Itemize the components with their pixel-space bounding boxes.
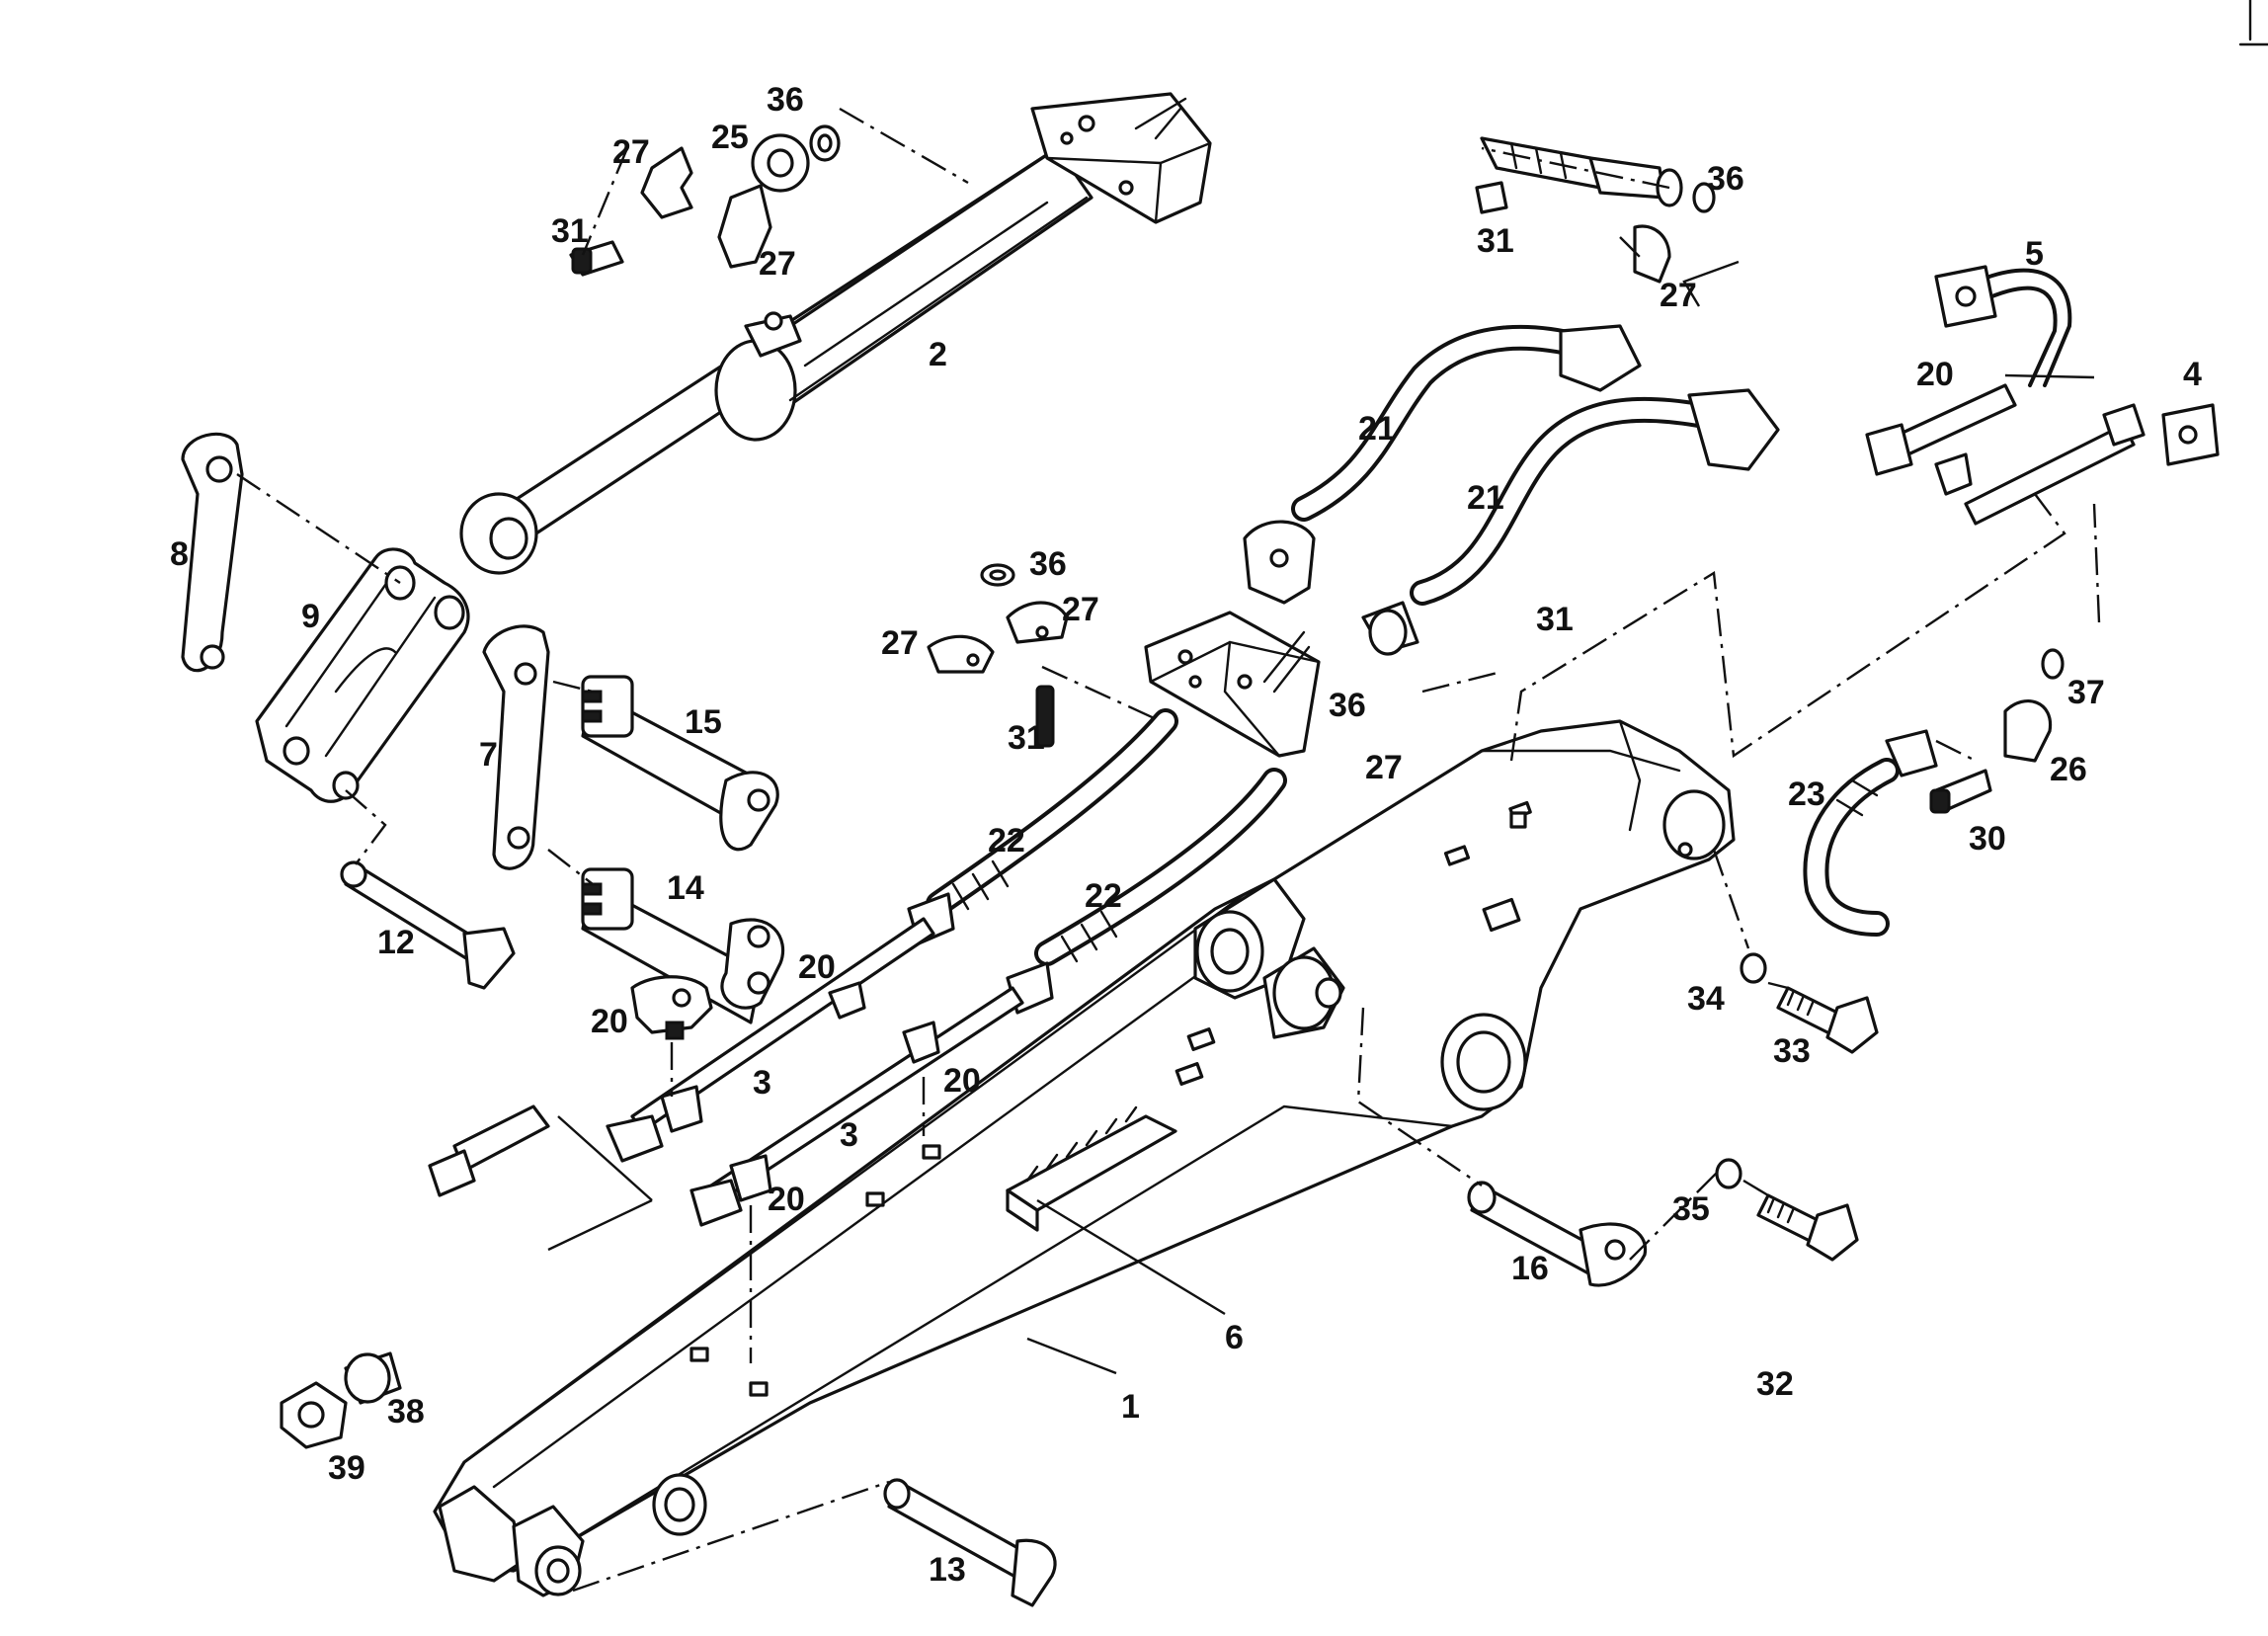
clamp-set-cylinder xyxy=(569,124,841,277)
hydraulic-cylinder xyxy=(459,92,1212,575)
arm-body xyxy=(433,719,1736,1597)
clamp-set-right xyxy=(1929,648,2065,814)
pin-16 xyxy=(1467,1181,1648,1287)
bolt-33 xyxy=(1776,986,1879,1054)
callout-20e: 20 xyxy=(1916,356,1954,393)
page-edge-mark xyxy=(2238,0,2268,46)
hoses-22 xyxy=(907,708,1287,1015)
callout-37: 37 xyxy=(2067,674,2105,711)
callout-12: 12 xyxy=(377,924,415,961)
callout-31b: 31 xyxy=(1008,719,1045,757)
callout-7: 7 xyxy=(479,736,498,774)
callout-4: 4 xyxy=(2183,356,2202,393)
callout-2: 2 xyxy=(929,336,947,373)
callout-31a: 31 xyxy=(551,212,589,250)
callout-20b: 20 xyxy=(591,1003,628,1040)
pin-13 xyxy=(883,1478,1057,1607)
callout-36d: 36 xyxy=(1707,160,1744,198)
center-lines xyxy=(236,107,2101,1593)
link-7 xyxy=(482,624,550,870)
fittings-38-39 xyxy=(280,1104,550,1449)
pipes-3 xyxy=(606,917,1024,1227)
washer-35 xyxy=(1715,1158,1742,1189)
pin-14 xyxy=(581,867,785,1024)
callout-20d: 20 xyxy=(768,1181,805,1218)
callout-21b: 21 xyxy=(1467,479,1504,517)
callout-27e: 27 xyxy=(1365,749,1403,786)
callout-34: 34 xyxy=(1687,980,1725,1018)
callout-20a: 20 xyxy=(798,948,836,986)
callout-1: 1 xyxy=(1121,1388,1140,1426)
callout-labels: 1 2 3 3 4 5 6 7 8 9 12 13 14 15 16 20 20… xyxy=(170,81,2202,1589)
callout-31d: 31 xyxy=(1477,222,1514,260)
bolt-32 xyxy=(1756,1193,1859,1262)
hose-23 xyxy=(1803,729,1938,937)
callout-20c: 20 xyxy=(943,1062,981,1100)
clamp-set-center xyxy=(927,563,1069,748)
callout-5: 5 xyxy=(2025,235,2044,273)
fitting-top xyxy=(1475,136,1716,284)
pipes-20-4 xyxy=(1865,383,2220,526)
callout-35: 35 xyxy=(1672,1190,1710,1228)
callout-9: 9 xyxy=(301,598,320,635)
clamps-20 xyxy=(630,975,713,1040)
callout-26: 26 xyxy=(2050,751,2087,788)
callout-33: 33 xyxy=(1773,1032,1811,1070)
callout-23: 23 xyxy=(1788,776,1825,813)
washer-34 xyxy=(1740,952,1767,984)
callout-6: 6 xyxy=(1225,1319,1244,1356)
callout-27d: 27 xyxy=(881,624,919,662)
hoses-21 xyxy=(1243,324,1780,656)
callout-32: 32 xyxy=(1756,1365,1794,1403)
callout-22a: 22 xyxy=(988,822,1025,859)
link-8 xyxy=(181,432,244,673)
callout-39: 39 xyxy=(328,1449,365,1487)
callout-8: 8 xyxy=(170,535,189,573)
callout-15: 15 xyxy=(685,703,722,741)
manifold-block xyxy=(1144,611,1321,758)
callout-25: 25 xyxy=(711,119,749,156)
callout-27f: 27 xyxy=(1660,277,1697,314)
callout-3a: 3 xyxy=(753,1064,771,1102)
callout-36c: 36 xyxy=(1329,687,1366,724)
callout-27c: 27 xyxy=(1062,591,1099,628)
callout-36a: 36 xyxy=(767,81,804,119)
callout-3b: 3 xyxy=(840,1116,858,1154)
leader-lines xyxy=(547,260,2095,1375)
callout-13: 13 xyxy=(929,1551,966,1589)
callout-27b: 27 xyxy=(759,245,796,283)
callout-31c: 31 xyxy=(1536,601,1574,638)
callout-14: 14 xyxy=(667,869,704,907)
callout-22b: 22 xyxy=(1085,877,1122,915)
callout-21a: 21 xyxy=(1358,410,1396,448)
callout-27a: 27 xyxy=(612,133,650,171)
pipe-5 xyxy=(1934,265,2072,387)
callout-30: 30 xyxy=(1969,820,2006,858)
link-9 xyxy=(255,547,470,803)
pin-15 xyxy=(581,675,779,852)
callout-38: 38 xyxy=(387,1393,425,1431)
callout-36b: 36 xyxy=(1029,545,1067,583)
pin-12 xyxy=(340,860,516,990)
callout-16: 16 xyxy=(1511,1250,1549,1287)
